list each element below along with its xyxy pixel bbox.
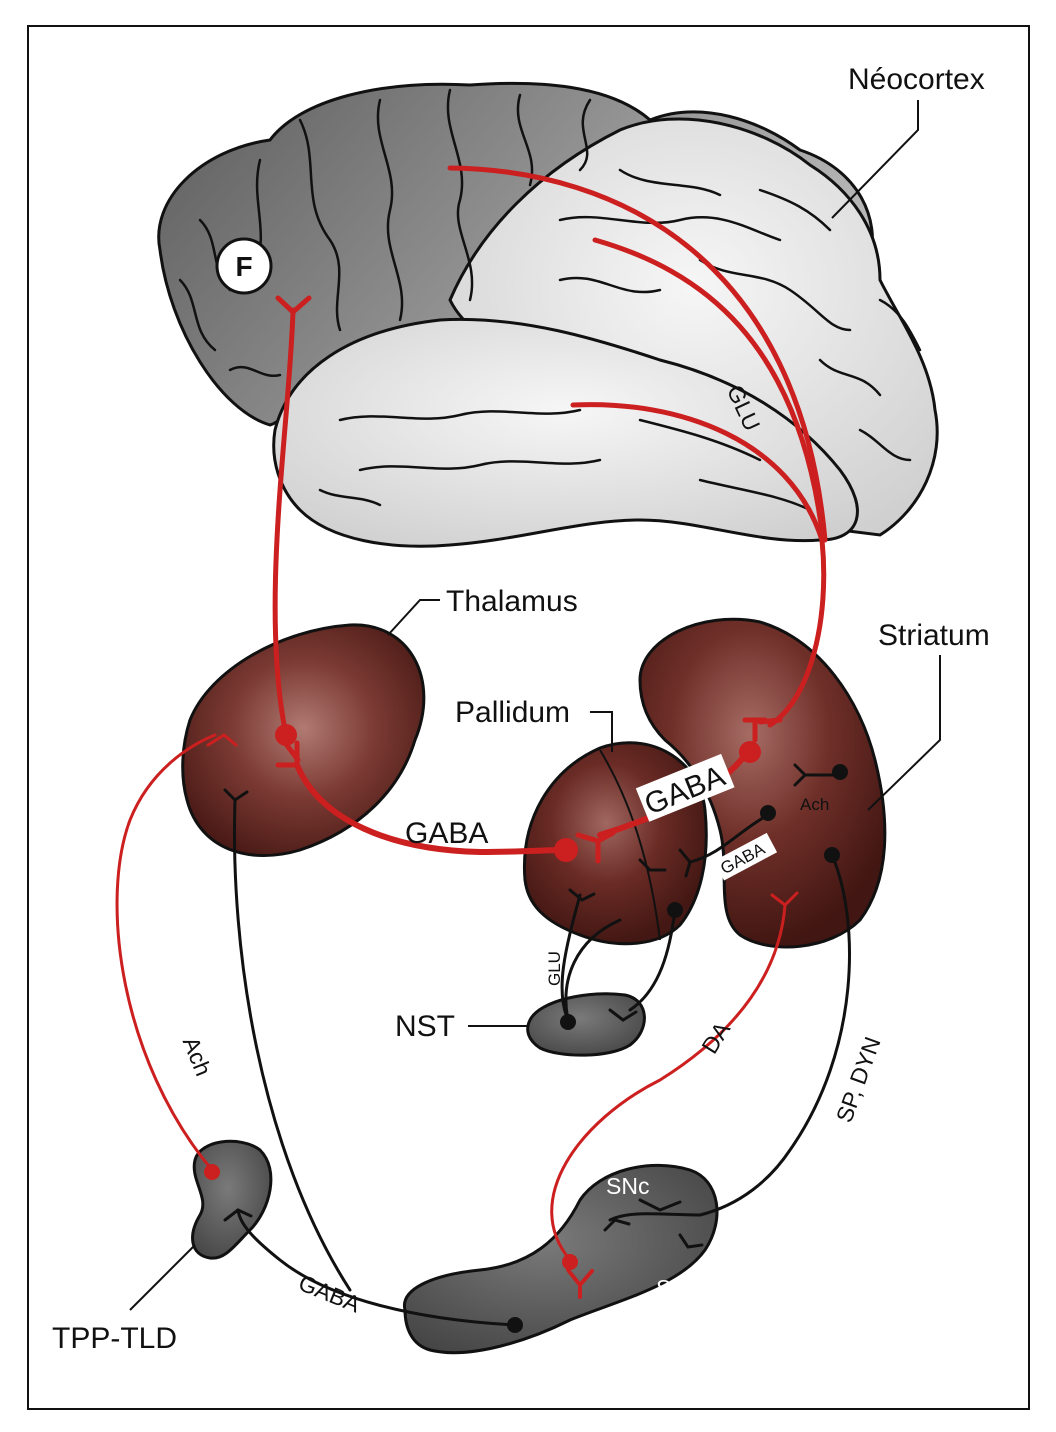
leader-lines bbox=[129, 100, 941, 1311]
frontal-marker: F bbox=[215, 237, 273, 295]
path-nst-pallidum bbox=[564, 918, 622, 1022]
glu-fiber-1 bbox=[447, 165, 828, 543]
label-snc: SNc bbox=[606, 1173, 649, 1199]
label-pallidum: Pallidum bbox=[455, 696, 570, 729]
nst-nucleus bbox=[526, 992, 646, 1057]
label-tpp-tld: TPP-TLD bbox=[52, 1322, 177, 1355]
red-synapses bbox=[206, 295, 799, 1299]
red-pathways bbox=[115, 165, 828, 1262]
black-pathways bbox=[223, 763, 851, 1327]
gaba-thalamus-pallidum bbox=[294, 762, 568, 856]
glu-fiber-3 bbox=[570, 402, 825, 543]
label-snr: SNr bbox=[656, 1275, 696, 1301]
neocortex-brain bbox=[157, 81, 939, 548]
red-terminals bbox=[204, 724, 761, 1270]
cortex-light-temporal bbox=[272, 317, 859, 548]
path-striatum-snr bbox=[608, 853, 851, 1222]
glu-trunk bbox=[767, 537, 827, 728]
label-striatum: Striatum bbox=[878, 619, 990, 652]
label-neocortex: Néocortex bbox=[848, 63, 985, 96]
label-thalamus: Thalamus bbox=[446, 585, 578, 618]
label-gaba-thal-pall: GABA bbox=[405, 817, 488, 850]
label-nst: NST bbox=[395, 1010, 455, 1043]
label-glu-nst: GLU bbox=[545, 951, 564, 986]
thalamus-nucleus bbox=[181, 623, 426, 858]
path-pallidum-nst bbox=[560, 893, 582, 1022]
frontal-to-thalamus bbox=[272, 307, 296, 733]
black-terminals bbox=[507, 764, 848, 1333]
path-snr-tpp bbox=[236, 1208, 517, 1327]
ach-tpp-thalamus bbox=[115, 733, 217, 1172]
snc-tag: SNc bbox=[606, 1173, 649, 1199]
cortex-sulci bbox=[178, 88, 922, 512]
glu-fiber-2 bbox=[592, 237, 826, 543]
pallidum-division bbox=[599, 749, 661, 941]
path-striatum-pallidum-small bbox=[688, 813, 770, 864]
da-snc-striatum bbox=[550, 903, 787, 1262]
path-thalamus-snr bbox=[233, 798, 352, 1292]
label-ach-striatum: Ach bbox=[800, 795, 829, 814]
frontal-marker-label: F bbox=[235, 251, 252, 282]
substantia-nigra bbox=[402, 1163, 719, 1355]
